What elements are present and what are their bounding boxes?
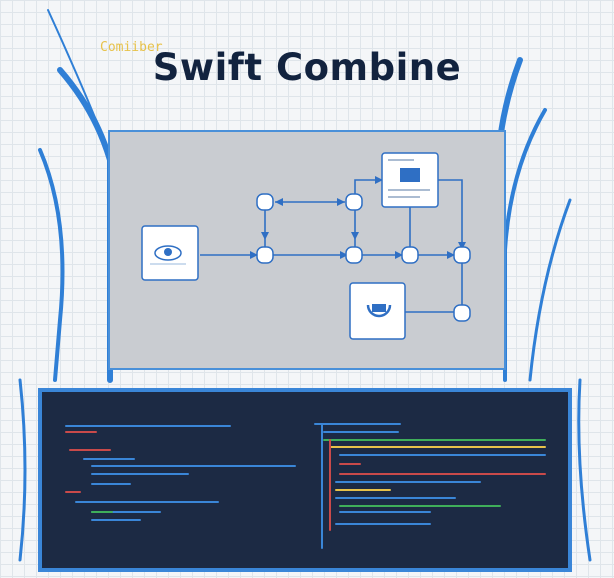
- subscriber-card-icon: [349, 282, 406, 340]
- document-card-icon: [381, 152, 439, 208]
- source-card-icon: [141, 225, 199, 281]
- page-title: Swift Combine: [152, 46, 462, 89]
- code-panel: [38, 388, 572, 572]
- code-panel-label: Comiiber: [100, 40, 163, 55]
